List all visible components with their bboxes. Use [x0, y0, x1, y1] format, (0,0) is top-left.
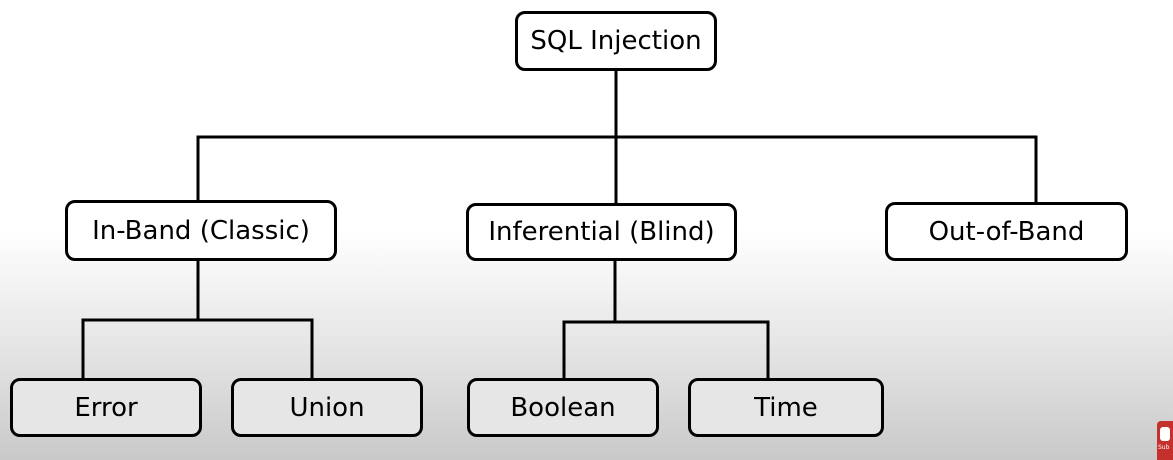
- node-label: SQL Injection: [530, 26, 702, 56]
- node-union: Union: [231, 378, 423, 437]
- node-label: Out-of-Band: [928, 216, 1085, 247]
- node-label: Inferential (Blind): [488, 217, 715, 247]
- subscribe-label: Sub: [1158, 444, 1170, 451]
- node-out-of-band: Out-of-Band: [885, 202, 1128, 261]
- node-boolean: Boolean: [467, 378, 659, 437]
- node-label: Time: [754, 392, 818, 423]
- node-label: Boolean: [510, 392, 616, 423]
- node-inferential-blind: Inferential (Blind): [466, 203, 737, 261]
- node-in-band-classic: In-Band (Classic): [65, 200, 337, 261]
- node-label: In-Band (Classic): [92, 215, 310, 246]
- node-label: Union: [289, 392, 365, 423]
- node-label: Error: [74, 392, 138, 423]
- node-error: Error: [10, 378, 202, 437]
- subscribe-icon: [1160, 427, 1170, 441]
- node-sql-injection: SQL Injection: [515, 11, 717, 71]
- subscribe-badge[interactable]: Sub: [1157, 421, 1173, 460]
- node-time: Time: [688, 378, 884, 437]
